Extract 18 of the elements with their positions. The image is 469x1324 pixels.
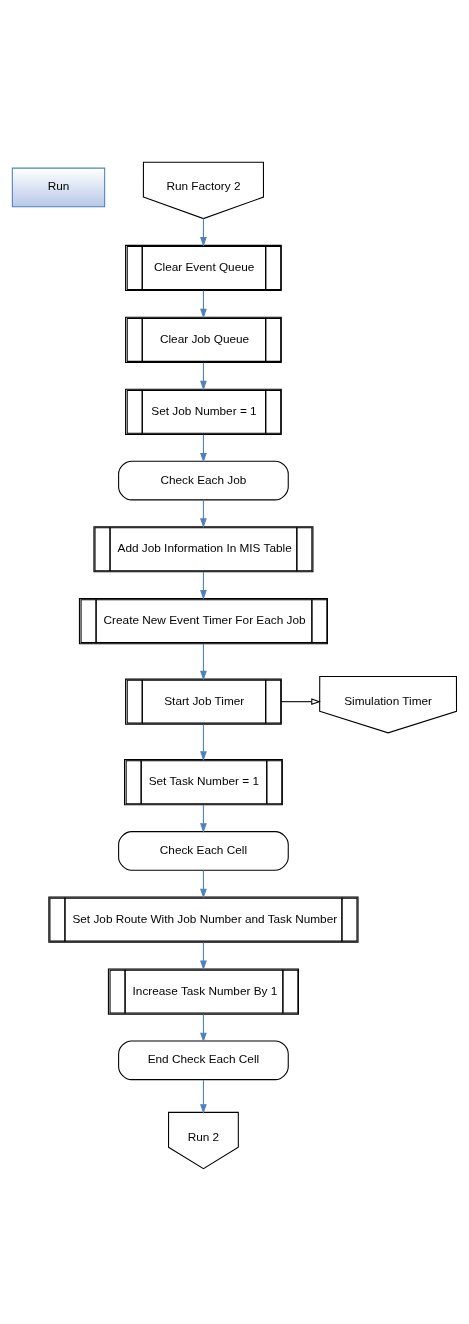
node-box: Check Each Cell bbox=[118, 830, 289, 871]
arrow bbox=[200, 217, 207, 247]
arrow bbox=[200, 289, 207, 318]
arrow bbox=[200, 723, 207, 761]
arrow bbox=[200, 804, 207, 833]
arrow bbox=[200, 361, 207, 390]
arrow bbox=[280, 697, 321, 705]
arrow bbox=[200, 869, 207, 898]
node-box: End Check Each Cell bbox=[118, 1039, 289, 1080]
arrow bbox=[200, 499, 207, 528]
node-box: Run bbox=[11, 167, 106, 207]
node-box: Check Each Job bbox=[118, 460, 289, 500]
arrow bbox=[200, 433, 207, 463]
arrow bbox=[200, 643, 207, 680]
arrow bbox=[200, 941, 207, 970]
arrow bbox=[200, 1013, 207, 1042]
arrow bbox=[200, 1078, 207, 1114]
arrow bbox=[200, 570, 207, 600]
